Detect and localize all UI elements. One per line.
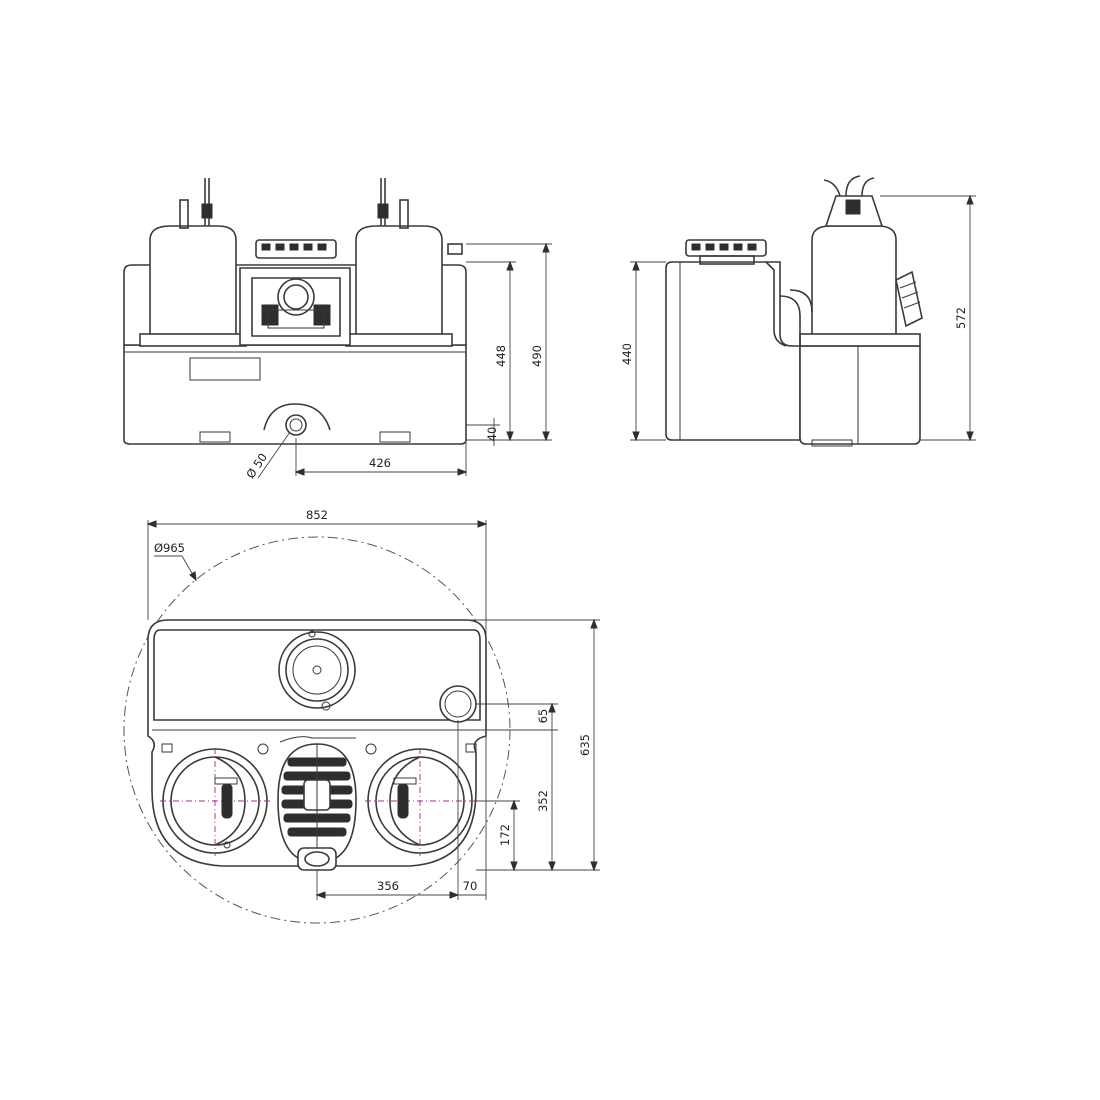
service-cover-plan	[278, 631, 356, 709]
right-pump-motor	[355, 225, 443, 337]
dim-40: 40	[485, 427, 499, 442]
dim-572: 572	[954, 307, 968, 329]
dim-448: 448	[494, 345, 508, 367]
plan-view: 852 Ø965 635 352 65 172 356 70	[123, 508, 600, 924]
inlet-pipe-front	[285, 414, 307, 436]
outlet-grille	[281, 744, 353, 858]
dim-426: 426	[369, 456, 391, 470]
dim-490: 490	[530, 345, 544, 367]
dim-172: 172	[498, 824, 512, 846]
dim-clearance-diameter: Ø965	[154, 541, 185, 555]
dim-70: 70	[463, 879, 478, 893]
dim-65: 65	[536, 709, 550, 724]
side-view: 440 572	[620, 175, 976, 447]
side-pump-motor	[811, 225, 897, 337]
dim-852: 852	[306, 508, 328, 522]
dim-635: 635	[578, 734, 592, 756]
left-pump-motor	[149, 225, 237, 337]
dim-440: 440	[620, 343, 634, 365]
dim-352: 352	[536, 790, 550, 812]
dim-356: 356	[377, 879, 399, 893]
front-view: 490 448 40 426 Ø 50	[123, 178, 552, 481]
